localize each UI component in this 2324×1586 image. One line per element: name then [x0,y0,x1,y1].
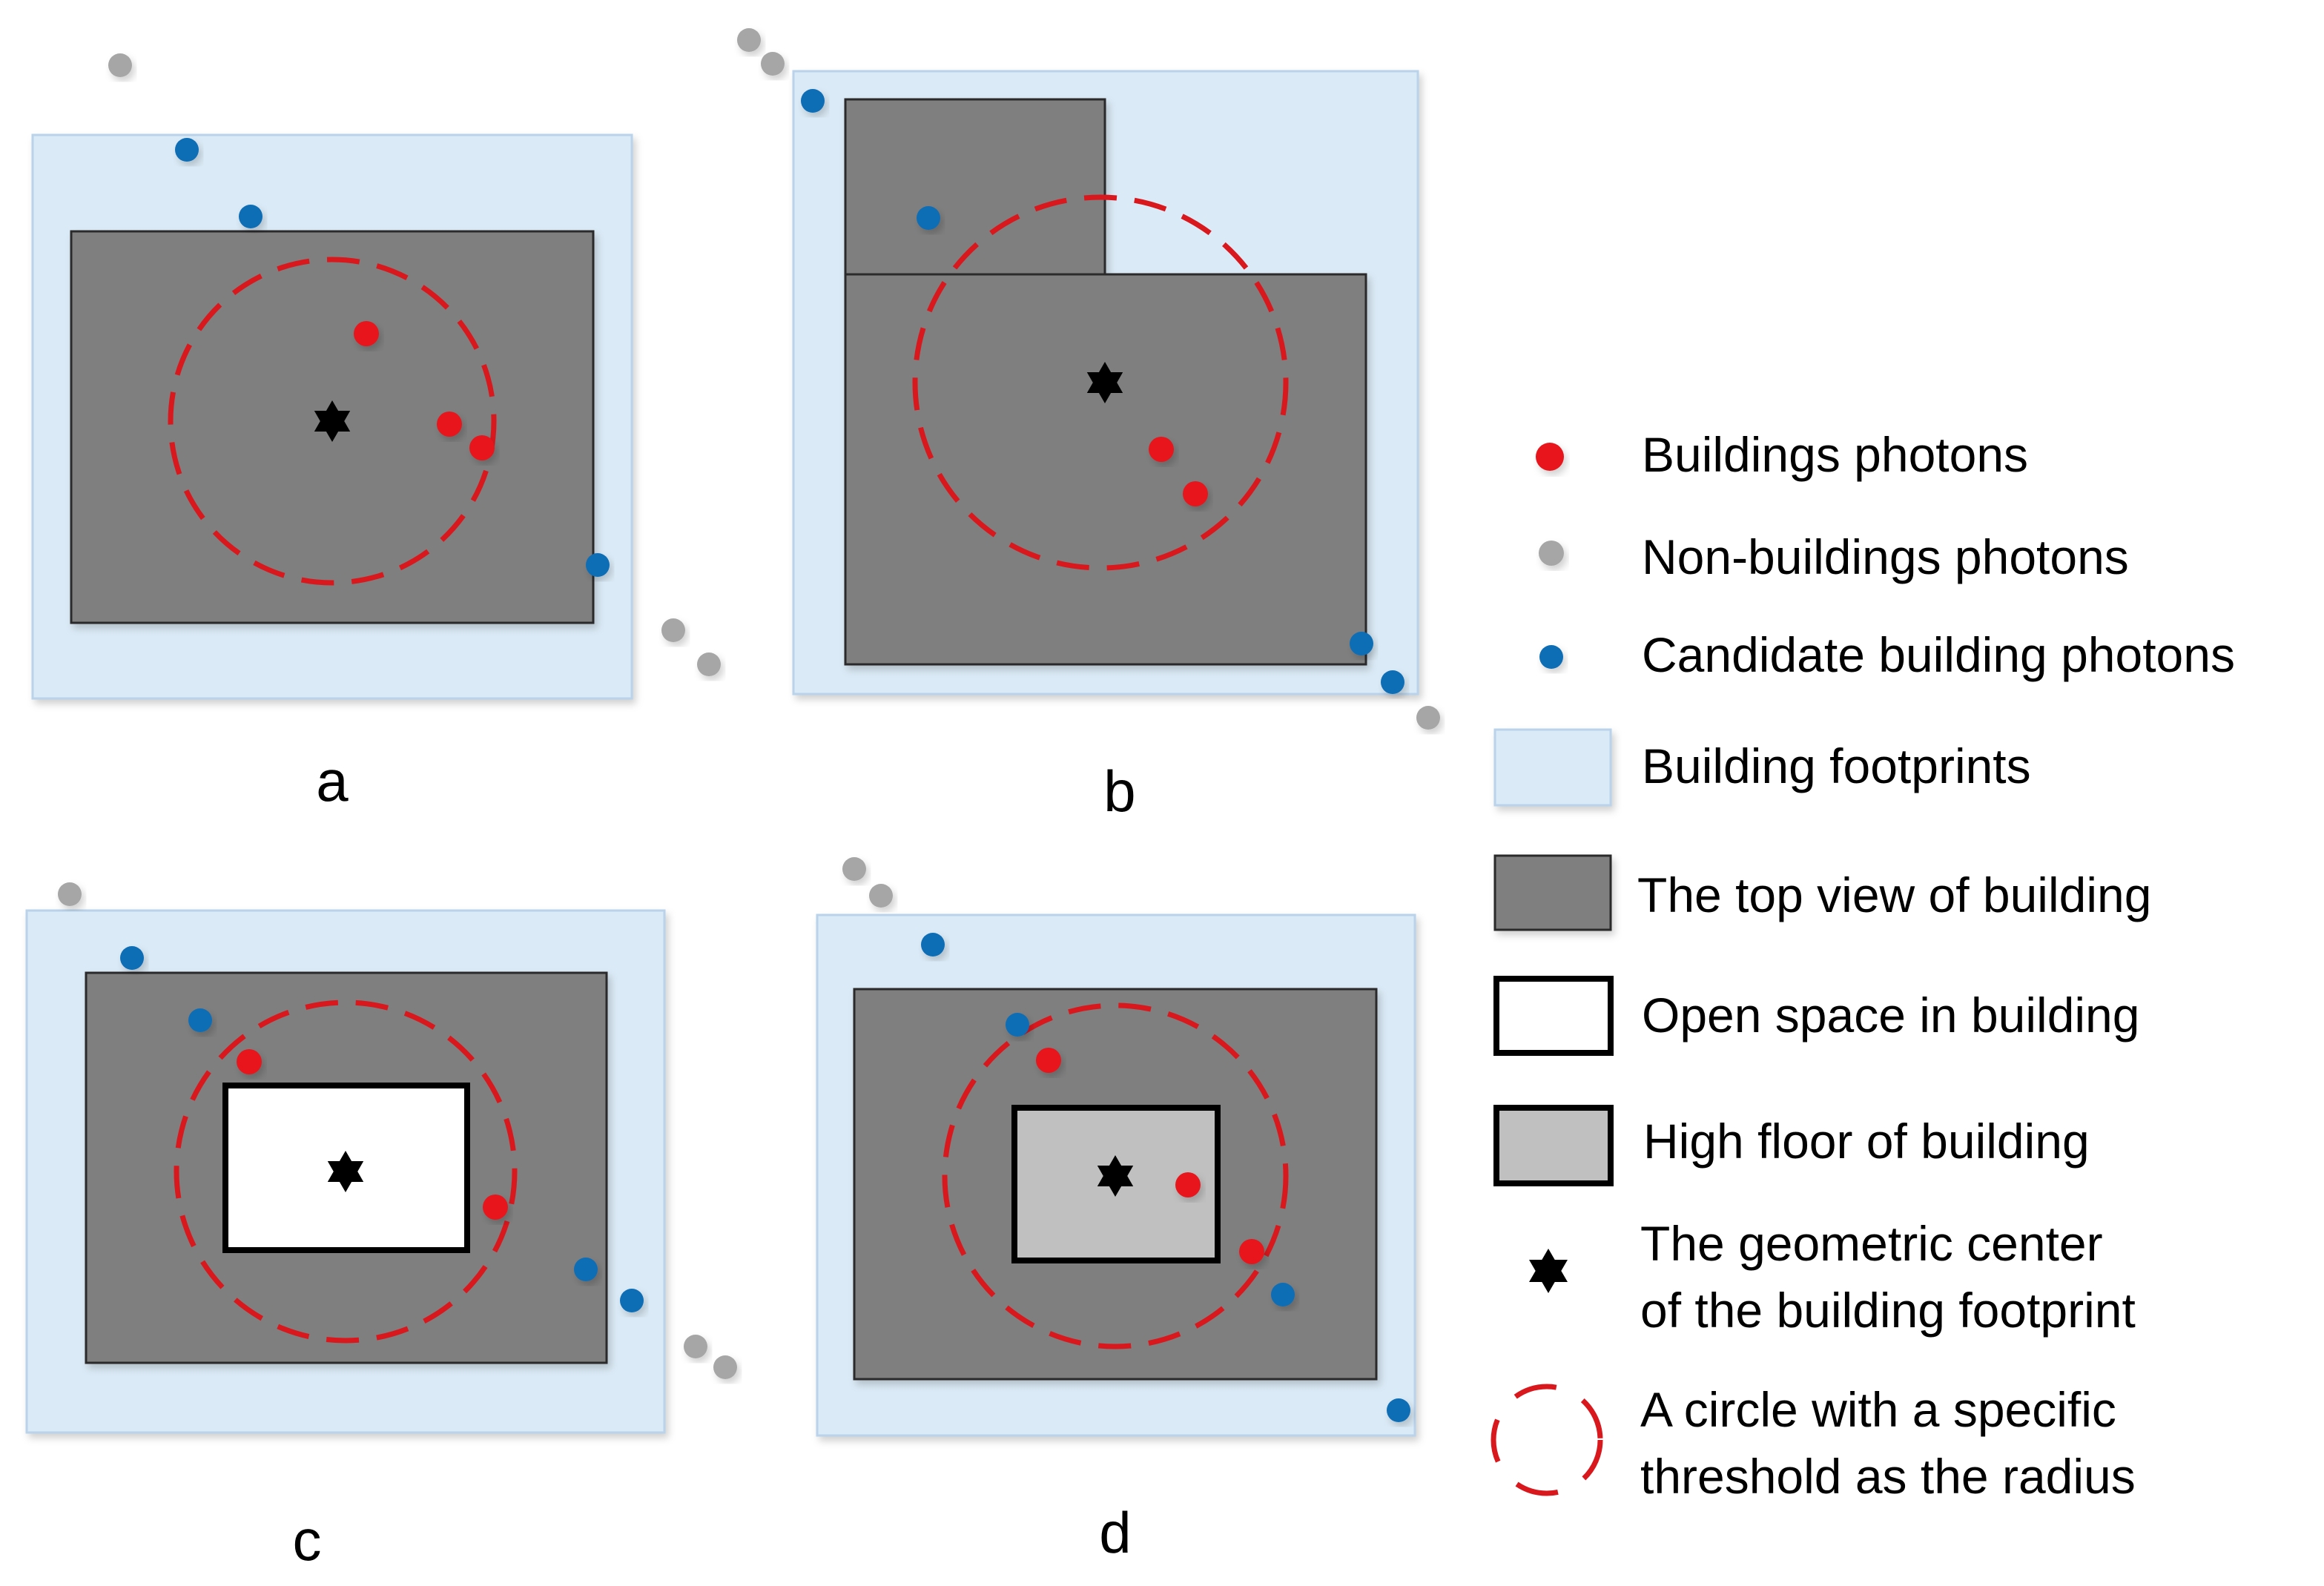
legend-item-building-footprints: Building footprints [1493,728,2031,807]
blue-dot-icon [1539,645,1563,669]
legend-item-candidate-building-photons: Candidate building photons [1539,627,2235,682]
candidate-building-photon [175,138,199,162]
legend-label: High floor of building [1643,1114,2090,1169]
candidate-building-photon [620,1289,644,1312]
candidate-building-photon [1006,1013,1029,1037]
threshold-circle [168,257,497,586]
building-photon [354,321,379,346]
building-photon [237,1049,262,1074]
candidate-building-photon [1271,1283,1295,1306]
building-top-view [85,971,608,1364]
panel-label-d: d [1099,1500,1131,1565]
non-building-photon [869,884,893,908]
panel-label-c: c [293,1507,322,1573]
legend-item-top-view-of-building: The top view of building [1493,854,2151,931]
geometric-center-star [1086,362,1123,403]
candidate-building-photon [120,946,144,970]
legend-label: A circle with a specific [1640,1382,2116,1437]
building-photon [1183,481,1208,506]
legend-item-threshold-circle: A circle with a specific threshold as th… [1491,1382,2136,1504]
footprint-swatch-icon [1493,728,1612,807]
candidate-building-photon [801,89,825,113]
non-building-photon [58,882,82,906]
panel-c: c [25,882,737,1573]
non-building-photon [684,1335,707,1358]
panel-b: b [737,28,1440,824]
panel-d: d [816,857,1416,1565]
legend-item-high-floor: High floor of building [1493,1105,2090,1186]
candidate-building-photon [1381,670,1404,694]
non-building-photon [661,618,685,642]
candidate-building-photon [1387,1398,1410,1422]
candidate-building-photon [188,1008,212,1032]
non-building-photon [737,28,761,52]
legend-label: Buildings photons [1642,427,2028,482]
candidate-building-photon [1350,632,1373,655]
legend-label: The top view of building [1637,868,2151,922]
candidate-building-photon [586,553,610,577]
geometric-center-star [314,400,351,442]
candidate-building-photon [921,933,945,956]
high-floor-swatch-icon [1493,1105,1614,1186]
legend-label: Open space in building [1642,988,2139,1043]
legend-item-non-buildings-photons: Non-buildings photons [1539,529,2129,584]
building-photon [1036,1048,1061,1073]
open-space-swatch-icon [1493,976,1614,1056]
panel-label-a: a [316,748,349,813]
legend: Buildings photons Non-buildings photons … [1491,427,2235,1504]
threshold-circle [174,999,518,1344]
legend-label: threshold as the radius [1640,1449,2136,1504]
non-building-photon [1416,706,1440,730]
building-photon [1149,437,1174,462]
non-building-photon [761,52,785,76]
threshold-circle [912,194,1289,571]
legend-item-buildings-photons: Buildings photons [1536,427,2028,482]
star-icon [1529,1249,1568,1293]
building-photon [483,1195,508,1220]
legend-label: Candidate building photons [1642,627,2235,682]
threshold-circle [942,1002,1289,1349]
legend-label: Non-buildings photons [1642,529,2129,584]
panel-a: a [31,53,721,813]
building-photon [1239,1239,1264,1264]
candidate-building-photon [574,1258,598,1281]
non-building-photon [697,652,721,676]
building-photon [469,435,495,460]
building-photon [1175,1172,1201,1197]
building-photon [437,412,462,437]
candidate-building-photon [239,205,263,228]
candidate-building-photon [917,206,940,230]
geometric-center-star [1097,1155,1134,1197]
building-top-swatch-icon [1493,854,1612,931]
legend-label: The geometric center [1640,1216,2103,1271]
panel-label-b: b [1103,759,1135,824]
non-building-photon [108,53,132,77]
legend-item-open-space: Open space in building [1493,976,2139,1056]
legend-item-geometric-center: The geometric center of the building foo… [1529,1216,2136,1338]
legend-label: Building footprints [1642,739,2031,793]
non-building-photon [713,1355,737,1379]
non-building-photon [842,857,866,881]
gray-dot-icon [1539,541,1564,566]
dashed-circle-icon [1491,1384,1603,1496]
legend-label: of the building footprint [1640,1283,2136,1338]
red-dot-icon [1536,443,1564,471]
geometric-center-star [327,1151,364,1192]
